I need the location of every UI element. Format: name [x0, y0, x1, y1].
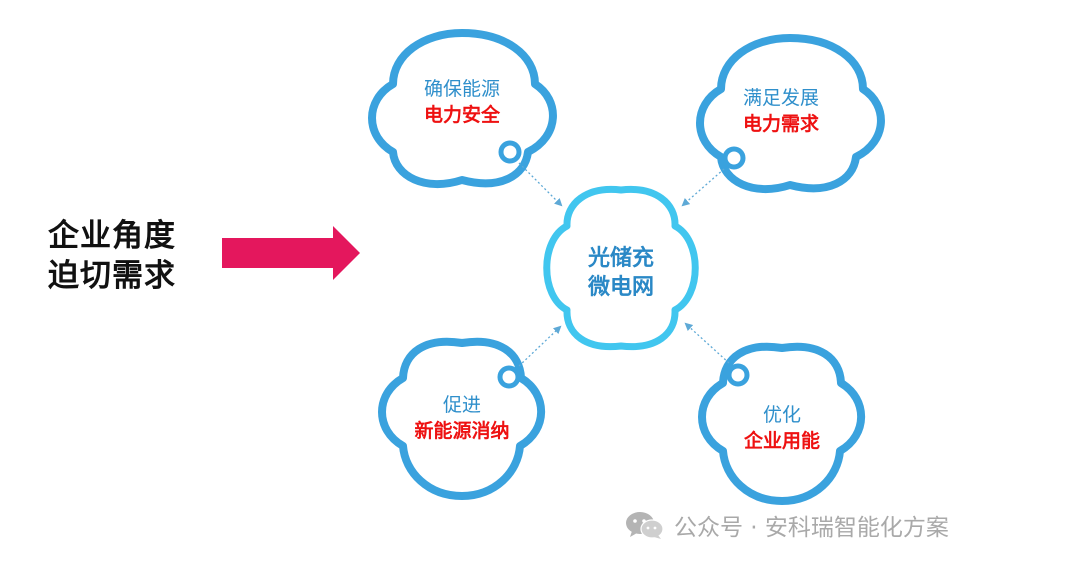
bubble-line1: 满足发展 — [742, 87, 819, 109]
bubble-top-right — [696, 34, 885, 193]
bubble-line1: 确保能源 — [423, 78, 500, 100]
connector-line — [518, 162, 563, 207]
bubble-text-top-left: 确保能源 电力安全 — [387, 76, 537, 128]
right-arrow-shape — [222, 226, 360, 280]
center-bubble — [543, 185, 699, 351]
bubble-line1: 优化 — [762, 404, 801, 426]
bubble-line2: 电力需求 — [742, 113, 819, 135]
bubble-line2: 电力安全 — [423, 104, 500, 126]
connector-knob — [498, 140, 522, 164]
left-title-line1: 企业角度 — [48, 218, 176, 254]
connector-knob — [497, 365, 521, 389]
left-title-line2: 迫切需求 — [48, 258, 176, 294]
center-line1: 光储充 — [587, 246, 654, 271]
connector-line — [518, 325, 562, 367]
watermark: 公众号 · 安科瑞智能化方案 — [624, 508, 949, 542]
bubble-text-bottom-right: 优化 企业用能 — [707, 402, 857, 454]
bubble-text-top-right: 满足发展 电力需求 — [706, 85, 856, 137]
bubble-bottom-right — [698, 342, 866, 505]
connector-line — [684, 322, 730, 364]
bubble-top-left — [368, 29, 557, 188]
bubble-line2: 新能源消纳 — [414, 420, 510, 442]
bubble-text-bottom-left: 促进 新能源消纳 — [387, 392, 537, 444]
bubble-line2: 企业用能 — [743, 430, 820, 452]
left-title: 企业角度 迫切需求 — [48, 216, 176, 296]
connector-knob — [726, 363, 750, 387]
bubble-line1: 促进 — [442, 394, 481, 416]
bubble-bottom-left — [378, 337, 546, 500]
wechat-icon — [626, 512, 664, 539]
connector-line — [681, 168, 725, 207]
center-line2: 微电网 — [587, 275, 654, 300]
center-label: 光储充 微电网 — [546, 244, 696, 302]
connector-knob — [722, 146, 746, 170]
watermark-text: 公众号 · 安科瑞智能化方案 — [674, 515, 949, 541]
